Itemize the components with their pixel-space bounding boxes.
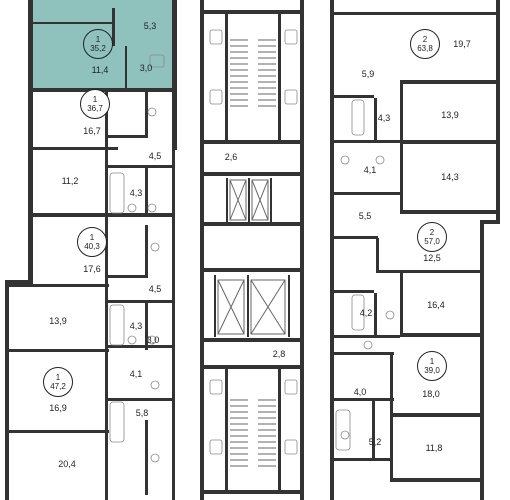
room-area: 4,1 [363,165,377,175]
apartment-total-area: 47,2 [50,382,66,391]
apartment-total-area: 36,7 [87,104,103,113]
room-area: 11,2 [61,176,79,186]
apartment-total-area: 57,0 [424,237,440,246]
apartment-a1-badge[interactable]: 1 35,2 [83,29,113,59]
room-area: 11,8 [425,443,443,453]
apartment-a6-badge[interactable]: 2 57,0 [417,222,447,252]
right-block-walls [330,0,500,500]
room-area: 18,0 [422,389,440,399]
room-area: 16,9 [49,403,67,413]
apartment-rooms-count: 1 [55,373,61,382]
apartment-total-area: 39,0 [424,366,440,375]
room-area: 11,4 [91,65,109,75]
room-area: 3,0 [139,63,153,73]
left-block-walls [5,0,177,500]
apartment-a5-badge[interactable]: 2 63,8 [410,29,440,59]
room-area: 19,7 [453,39,471,49]
elevators [217,179,286,335]
room-area: 16,4 [427,300,445,310]
room-area: 2,6 [224,152,238,162]
room-area: 4,3 [129,321,143,331]
room-area: 13,9 [49,316,67,326]
room-area: 5,8 [135,408,149,418]
central-core-walls [200,0,304,500]
apartment-total-area: 35,2 [90,44,106,53]
room-area: 5,9 [361,69,375,79]
apartment-rooms-count: 1 [92,95,98,104]
apartment-rooms-count: 1 [429,357,435,366]
room-area: 4,5 [148,284,162,294]
apartment-a2-badge[interactable]: 1 36,7 [80,89,110,119]
apartment-rooms-count: 2 [429,228,435,237]
stairs [230,39,276,467]
apartment-a4-badge[interactable]: 1 47,2 [43,367,73,397]
room-area: 3,0 [146,335,160,345]
room-area: 2,8 [272,349,286,359]
apartment-a3-badge[interactable]: 1 40,3 [77,227,107,257]
room-area: 14,3 [441,172,459,182]
room-area: 5,5 [358,211,372,221]
apartment-rooms-count: 1 [95,35,101,44]
room-area: 17,6 [83,264,101,274]
apartment-rooms-count: 2 [422,35,428,44]
room-area: 4,3 [377,113,391,123]
room-area: 5,3 [143,21,157,31]
apartment-total-area: 63,8 [417,44,433,53]
apartment-rooms-count: 1 [89,233,95,242]
apartment-a7-badge[interactable]: 1 39,0 [417,351,447,381]
room-area: 4,5 [148,151,162,161]
room-area: 16,7 [83,126,101,136]
room-area: 12,5 [423,253,441,263]
room-area: 4,3 [129,188,143,198]
apartment-total-area: 40,3 [84,242,100,251]
bathroom-fixtures [109,29,395,463]
room-area: 4,0 [353,387,367,397]
room-area: 4,1 [129,369,143,379]
room-area: 13,9 [441,110,459,120]
room-area: 20,4 [58,459,76,469]
room-area: 5,2 [368,437,382,447]
room-area: 4,2 [359,308,373,318]
